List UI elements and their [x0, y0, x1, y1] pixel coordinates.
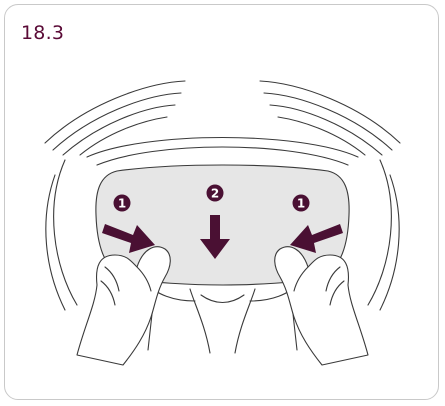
step-number: 1 [118, 197, 126, 211]
wheel-spokes [145, 281, 300, 353]
step-marker-right-1: 1 [293, 195, 310, 212]
right-hand [275, 247, 368, 365]
figure-card: 18.3 [4, 4, 439, 400]
steering-wheel-illustration: 1 2 1 [5, 5, 439, 400]
step-marker-center-2: 2 [207, 185, 224, 202]
step-number: 2 [211, 187, 219, 201]
step-marker-left-1: 1 [114, 195, 131, 212]
left-hand [77, 247, 170, 365]
step-number: 1 [297, 197, 305, 211]
